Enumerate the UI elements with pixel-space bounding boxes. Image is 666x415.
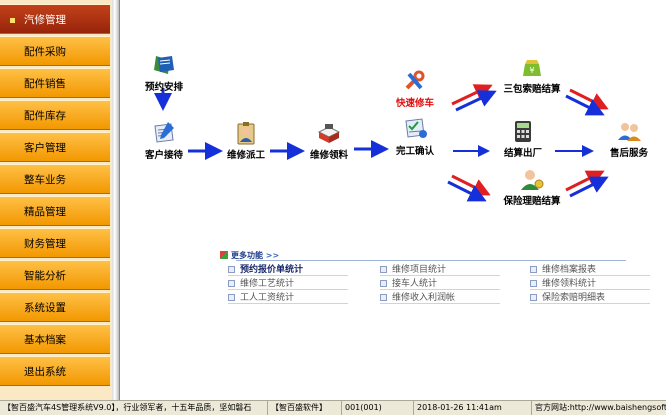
doc-icon bbox=[530, 294, 537, 301]
node-reception[interactable]: 客户接待 bbox=[138, 120, 190, 161]
node-label: 客户接待 bbox=[144, 150, 183, 161]
calendar-icon bbox=[154, 56, 174, 74]
link-quote-stats[interactable]: 预约报价单统计 bbox=[228, 264, 348, 276]
doc-icon bbox=[380, 294, 387, 301]
link-process-stats[interactable]: 维修工艺统计 bbox=[228, 278, 348, 290]
arrow-warranty-to-aftersales-blue bbox=[565, 94, 605, 116]
grid-icon bbox=[220, 251, 228, 259]
sidebar-item-label: 系统设置 bbox=[24, 302, 66, 314]
node-label: 维修领料 bbox=[309, 150, 348, 161]
service-people-icon bbox=[618, 123, 641, 141]
arrow-to-warranty-red bbox=[451, 84, 493, 106]
node-label: 三包索赔结算 bbox=[503, 84, 561, 95]
doc-icon bbox=[228, 266, 235, 273]
sidebar-item-auto-repair[interactable]: 汽修管理 bbox=[0, 4, 110, 34]
sidebar-item-analysis[interactable]: 智能分析 bbox=[0, 260, 110, 290]
link-insurance-detail[interactable]: 保险索赔明细表 bbox=[530, 292, 650, 304]
checklist-icon bbox=[405, 118, 427, 138]
money-bag-icon: ¥ bbox=[523, 60, 541, 76]
node-label: 维修派工 bbox=[226, 150, 265, 161]
node-label: 快速修车 bbox=[395, 98, 434, 109]
node-label: 完工确认 bbox=[395, 146, 434, 157]
sidebar-item-label: 汽修管理 bbox=[24, 14, 66, 26]
divider bbox=[236, 260, 626, 261]
node-settlement[interactable]: 结算出厂 bbox=[492, 118, 554, 159]
sidebar-item-label: 整车业务 bbox=[24, 174, 66, 186]
document-pen-icon bbox=[154, 122, 174, 143]
arrow-to-warranty-blue bbox=[455, 90, 497, 112]
doc-icon bbox=[380, 266, 387, 273]
sidebar-item-label: 精品管理 bbox=[24, 206, 66, 218]
sidebar-item-parts-inventory[interactable]: 配件库存 bbox=[0, 100, 110, 130]
status-user: 001(001) bbox=[342, 401, 414, 415]
arrow-insurance-to-aftersales-blue bbox=[569, 176, 609, 198]
calculator-icon bbox=[515, 121, 531, 142]
flow-arrows bbox=[154, 84, 609, 202]
bullet-icon bbox=[10, 18, 15, 23]
more-functions-title: 更多功能 >> bbox=[220, 250, 279, 261]
link-item-stats[interactable]: 维修项目统计 bbox=[380, 264, 500, 276]
node-label: 售后服务 bbox=[609, 148, 648, 159]
doc-icon bbox=[380, 280, 387, 287]
node-after-sales[interactable]: 售后服务 bbox=[604, 118, 654, 159]
arrow-to-insurance-blue bbox=[447, 180, 487, 202]
sidebar-item-label: 退出系统 bbox=[24, 366, 66, 378]
sidebar-item-settings[interactable]: 系统设置 bbox=[0, 292, 110, 322]
sidebar: 汽修管理 配件采购 配件销售 配件库存 客户管理 整车业务 精品管理 财务管理 … bbox=[0, 0, 112, 400]
status-app: 【智百盛汽车4S管理系统V9.0】，行业领军者，十五年品质，坚如磐石 bbox=[0, 401, 268, 415]
sidebar-item-vehicle-business[interactable]: 整车业务 bbox=[0, 164, 110, 194]
sidebar-item-label: 基本档案 bbox=[24, 334, 66, 346]
workflow-panel: 预约安排 客户接待 维修派工 维修领料 完工确认 快速修车 ¥ 三包索赔结算 结… bbox=[120, 0, 666, 400]
arrow-warranty-to-aftersales-red bbox=[569, 88, 609, 110]
node-dispatch[interactable]: 维修派工 bbox=[220, 120, 272, 161]
worker-clipboard-icon bbox=[237, 122, 255, 145]
sidebar-item-boutique[interactable]: 精品管理 bbox=[0, 196, 110, 226]
node-appointment[interactable]: 预约安排 bbox=[138, 52, 190, 93]
sidebar-item-parts-purchase[interactable]: 配件采购 bbox=[0, 36, 110, 66]
parts-box-icon bbox=[317, 124, 341, 143]
sidebar-item-label: 智能分析 bbox=[24, 270, 66, 282]
status-company: 【智百盛软件】 bbox=[268, 401, 342, 415]
status-website[interactable]: 官方网站:http://www.baishengsoft bbox=[535, 403, 666, 412]
sidebar-item-label: 配件库存 bbox=[24, 110, 66, 122]
node-warranty-claim[interactable]: ¥ 三包索赔结算 bbox=[494, 54, 570, 95]
node-label: 保险理赔结算 bbox=[503, 196, 561, 207]
link-record-report[interactable]: 维修档案报表 bbox=[530, 264, 650, 276]
node-completion[interactable]: 完工确认 bbox=[388, 116, 442, 157]
status-bar: 【智百盛汽车4S管理系统V9.0】，行业领军者，十五年品质，坚如磐石 【智百盛软… bbox=[0, 400, 666, 415]
node-insurance-claim[interactable]: 保险理赔结算 bbox=[494, 166, 570, 207]
sidebar-item-label: 配件采购 bbox=[24, 46, 66, 58]
node-parts-pick[interactable]: 维修领料 bbox=[302, 120, 356, 161]
svg-text:¥: ¥ bbox=[529, 66, 534, 75]
sidebar-item-finance[interactable]: 财务管理 bbox=[0, 228, 110, 258]
link-receiver-stats[interactable]: 接车人统计 bbox=[380, 278, 500, 290]
arrow-to-insurance-red bbox=[451, 174, 491, 196]
link-wage-stats[interactable]: 工人工资统计 bbox=[228, 292, 348, 304]
link-parts-pick-stats[interactable]: 维修领料统计 bbox=[530, 278, 650, 290]
person-coins-icon bbox=[521, 170, 544, 190]
sidebar-item-customers[interactable]: 客户管理 bbox=[0, 132, 110, 162]
sidebar-splitter[interactable] bbox=[112, 0, 120, 400]
sidebar-item-base-records[interactable]: 基本档案 bbox=[0, 324, 110, 354]
node-label: 预约安排 bbox=[144, 82, 183, 93]
double-chevron-icon: >> bbox=[265, 251, 280, 260]
sidebar-item-label: 客户管理 bbox=[24, 142, 66, 154]
doc-icon bbox=[530, 266, 537, 273]
sidebar-item-exit[interactable]: 退出系统 bbox=[0, 356, 110, 386]
node-label: 结算出厂 bbox=[503, 148, 542, 159]
node-quick-repair[interactable]: 快速修车 bbox=[388, 68, 442, 109]
wrench-icon bbox=[405, 70, 425, 90]
status-datetime: 2018-01-26 11:41am bbox=[414, 401, 532, 415]
doc-icon bbox=[530, 280, 537, 287]
sidebar-item-label: 财务管理 bbox=[24, 238, 66, 250]
link-profit-ledger[interactable]: 维修收入利润帐 bbox=[380, 292, 500, 304]
doc-icon bbox=[228, 280, 235, 287]
more-title-text: 更多功能 bbox=[231, 251, 263, 260]
sidebar-item-label: 配件销售 bbox=[24, 78, 66, 90]
arrow-insurance-to-aftersales-red bbox=[565, 170, 605, 192]
sidebar-item-parts-sales[interactable]: 配件销售 bbox=[0, 68, 110, 98]
doc-icon bbox=[228, 294, 235, 301]
